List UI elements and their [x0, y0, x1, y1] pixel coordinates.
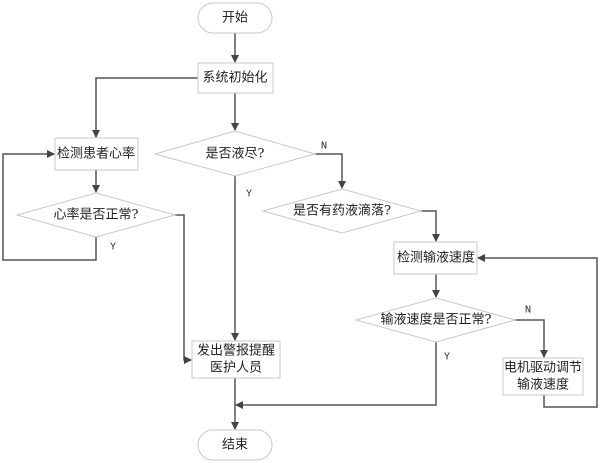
end-label: 结束 — [222, 438, 248, 453]
heart-detect-label: 检测患者心率 — [57, 146, 135, 162]
fluid-empty-yes-label: Y — [246, 189, 252, 200]
alarm-box — [191, 340, 281, 379]
node-init: 系统初始化 — [197, 62, 274, 94]
start-label: 开始 — [222, 11, 248, 26]
fluid-empty-no-label: N — [321, 141, 327, 152]
init-box — [197, 62, 274, 94]
fluid-empty-label: 是否液尽? — [206, 147, 265, 162]
edge-init-heart — [92, 77, 198, 138]
speed-detect-box — [393, 241, 478, 275]
init-label: 系统初始化 — [202, 71, 267, 86]
node-end: 结束 — [197, 429, 273, 461]
heart-ok-label: 心率是否正常? — [54, 207, 139, 223]
alarm-label-line2: 医护人员 — [210, 361, 262, 376]
edge-speedok-yes-end — [235, 342, 437, 409]
edge-fluid-no-drip — [315, 153, 346, 189]
node-heart-ok: 心率是否正常? Y — [15, 192, 177, 253]
speed-ok-label: 输液速度是否正常? — [381, 312, 492, 328]
start-terminal — [197, 2, 273, 34]
edge-drip-speed — [421, 210, 440, 242]
drip-label: 是否有药液滴落? — [293, 203, 391, 219]
speed-ok-diamond — [354, 297, 517, 343]
motor-label-line2: 输液速度 — [517, 377, 569, 393]
node-alarm: 发出警报提醒 医护人员 — [191, 340, 281, 379]
heart-ok-yes-label: Y — [110, 242, 116, 253]
edge-motor-loop — [477, 254, 598, 408]
node-fluid-empty: 是否液尽? N Y — [153, 130, 327, 200]
heart-detect-box — [54, 137, 139, 171]
connectors — [2, 33, 598, 430]
node-speed-detect: 检测输液速度 — [393, 241, 478, 275]
heart-ok-diamond — [15, 192, 177, 238]
edge-heartok-no-alarm — [175, 214, 192, 364]
edge-speedok-no-motor — [515, 319, 548, 358]
edge-heartok-yes-loop — [2, 150, 97, 261]
fluid-empty-diamond — [153, 130, 317, 177]
end-terminal — [197, 429, 273, 461]
motor-label-line1: 电机驱动调节 — [504, 361, 582, 376]
node-start: 开始 — [197, 2, 273, 34]
speed-ok-yes-label: Y — [444, 352, 450, 363]
node-heart-detect: 检测患者心率 — [54, 137, 139, 171]
node-drip: 是否有药液滴落? — [261, 188, 423, 234]
speed-ok-no-label: N — [525, 305, 531, 316]
speed-detect-label: 检测输液速度 — [397, 250, 475, 266]
motor-box — [502, 357, 584, 396]
alarm-label-line1: 发出警报提醒 — [197, 343, 275, 359]
drip-diamond — [261, 188, 423, 234]
node-motor: 电机驱动调节 输液速度 — [502, 357, 584, 396]
node-speed-ok: 输液速度是否正常? N Y — [354, 297, 531, 363]
